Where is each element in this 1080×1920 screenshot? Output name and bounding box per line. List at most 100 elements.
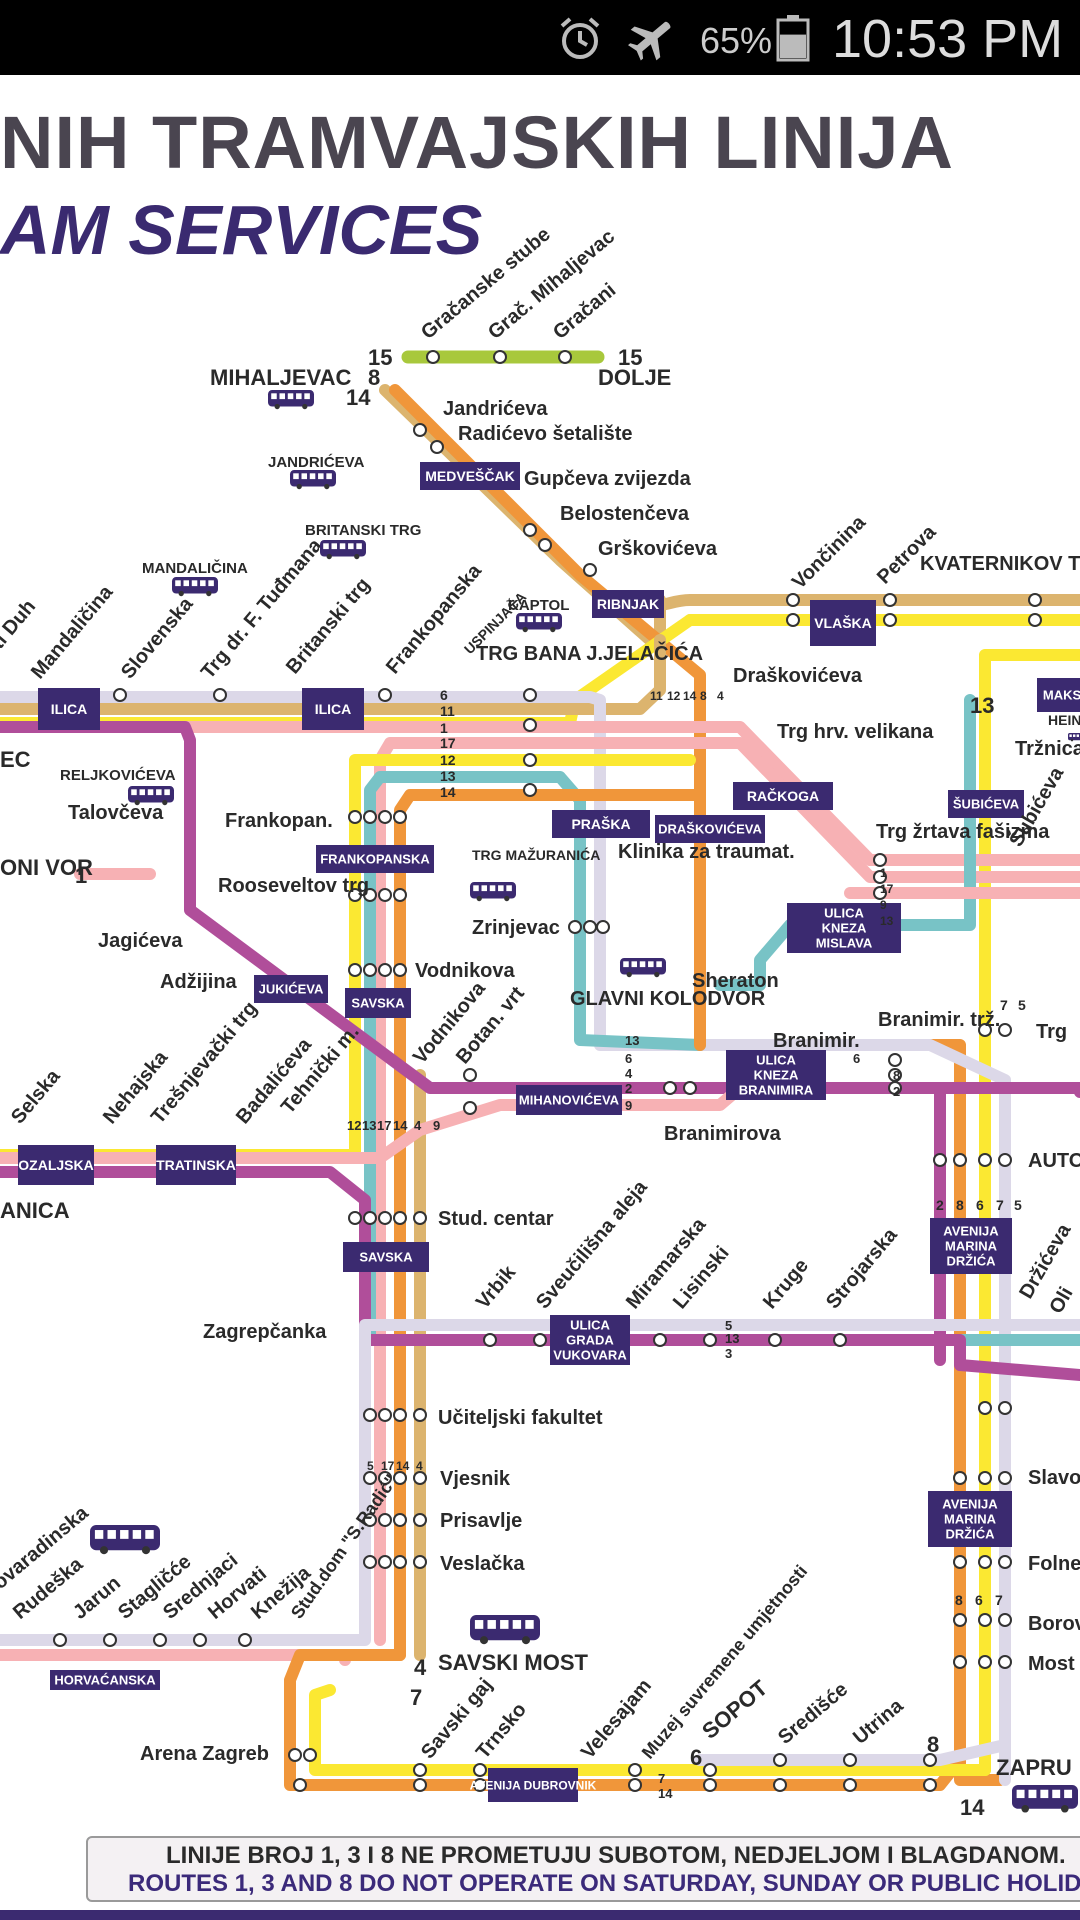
line-number-label: 6 bbox=[853, 1051, 860, 1066]
stop-label: BRITANSKI TRG bbox=[305, 522, 421, 539]
hub-station[interactable]: ILICA bbox=[302, 688, 364, 730]
hub-station[interactable]: SAVSKA bbox=[343, 1242, 429, 1272]
hub-box bbox=[50, 1670, 160, 1690]
hub-box bbox=[592, 590, 664, 618]
stop-label: Vončinina bbox=[788, 511, 871, 594]
stop-marker bbox=[833, 1333, 847, 1347]
line-number-label: 17 bbox=[381, 1459, 395, 1473]
tram-network-map[interactable]: ILICA ILICA MEDVEŠČAK RIBNJAK VLAŠKA MAKS PRAŠ… bbox=[0, 75, 1080, 1825]
stop-marker bbox=[413, 1778, 427, 1792]
hub-label: OZALJSKA bbox=[18, 1157, 93, 1173]
hub-box bbox=[302, 688, 364, 730]
airplane-mode-icon bbox=[627, 14, 676, 67]
hub-label: ŠUBIĆEVA bbox=[953, 797, 1020, 812]
stop-label: MIHALJEVAC bbox=[210, 365, 351, 390]
stop-marker bbox=[568, 920, 582, 934]
hub-station[interactable]: HORVAĆANSKA bbox=[50, 1670, 160, 1690]
stop-marker bbox=[538, 538, 552, 552]
hub-station[interactable]: MIHANOVIĆEVA bbox=[516, 1085, 622, 1115]
hub-box bbox=[18, 1145, 94, 1185]
hub-station[interactable]: VLAŠKA bbox=[810, 600, 876, 646]
stop-marker bbox=[413, 1763, 427, 1777]
stop-marker bbox=[843, 1753, 857, 1767]
stop-marker bbox=[238, 1633, 252, 1647]
line-number-label: 6 bbox=[975, 1592, 983, 1608]
hub-station[interactable]: SAVSKA bbox=[345, 988, 411, 1018]
stop-label: Stud. centar bbox=[438, 1208, 554, 1230]
stop-marker bbox=[773, 1753, 787, 1767]
hub-station[interactable]: TRATINSKA bbox=[156, 1145, 236, 1185]
stop-marker bbox=[483, 1333, 497, 1347]
stop-marker bbox=[978, 1471, 992, 1485]
stop-label: Borovje bbox=[1028, 1613, 1080, 1635]
hub-station[interactable]: RAČKOGA bbox=[733, 782, 833, 810]
stop-marker bbox=[378, 688, 392, 702]
hub-station[interactable]: RIBNJAK bbox=[592, 590, 664, 618]
line-number-label: 15 bbox=[368, 345, 392, 370]
stop-label: Britanski trg bbox=[282, 574, 375, 678]
stop-marker bbox=[363, 1471, 377, 1485]
hub-station[interactable]: PRAŠKA bbox=[552, 810, 650, 838]
stop-marker bbox=[393, 888, 407, 902]
hub-station[interactable]: OZALJSKA bbox=[18, 1145, 94, 1185]
hub-station[interactable]: FRANKOPANSKA bbox=[316, 845, 434, 873]
stop-label: Branimirova bbox=[664, 1123, 782, 1145]
hub-label: HORVAĆANSKA bbox=[54, 1673, 156, 1688]
line-number-label: 14 bbox=[440, 784, 456, 800]
stop-label: EC bbox=[0, 747, 31, 772]
hub-station[interactable]: AVENIJA DUBROVNIK bbox=[470, 1768, 597, 1802]
stop-marker bbox=[1028, 593, 1042, 607]
line-number-label: 7 bbox=[410, 1685, 422, 1710]
stop-marker bbox=[393, 1555, 407, 1569]
stop-label: Veslačka bbox=[440, 1553, 525, 1575]
hub-label: VLAŠKA bbox=[814, 614, 872, 631]
stop-marker bbox=[378, 810, 392, 824]
stop-marker bbox=[293, 1778, 307, 1792]
stop-label: Trnsko bbox=[472, 1699, 531, 1763]
stop-label: Oli bbox=[1045, 1283, 1077, 1317]
hub-station[interactable]: ILICA bbox=[38, 688, 100, 730]
hub-box bbox=[810, 600, 876, 646]
stop-label: ZAPRU bbox=[996, 1755, 1072, 1780]
hub-station[interactable]: ŠUBIĆEVA bbox=[948, 790, 1024, 818]
line-number-label: 8 bbox=[955, 1592, 963, 1608]
stop-marker bbox=[933, 1153, 947, 1167]
hub-station[interactable]: JUKIĆEVA bbox=[254, 975, 328, 1003]
stop-marker bbox=[703, 1778, 717, 1792]
stop-marker bbox=[953, 1153, 967, 1167]
bus-icon bbox=[320, 540, 366, 560]
clock-time: 10:53 PM bbox=[832, 9, 1064, 69]
line-number-label: 12 bbox=[347, 1118, 361, 1133]
route-line-pink-9 bbox=[0, 1082, 746, 1164]
stop-marker bbox=[363, 888, 377, 902]
line-number-label: 14 bbox=[683, 689, 697, 703]
stop-label: Vrbik bbox=[472, 1261, 521, 1313]
line-number-label: 17 bbox=[377, 1118, 391, 1133]
alarm-clock-icon bbox=[556, 14, 604, 67]
line-number-label: 4 bbox=[625, 1066, 633, 1081]
stop-label: Trg bbox=[1036, 1021, 1067, 1043]
hub-station[interactable]: DRAŠKOVIĆEVA bbox=[655, 815, 765, 843]
hub-station[interactable]: MAKS bbox=[1037, 678, 1080, 712]
line-number-label: 2 bbox=[936, 1197, 944, 1213]
stop-marker bbox=[998, 1153, 1012, 1167]
hub-box bbox=[420, 462, 520, 490]
stop-marker bbox=[378, 1408, 392, 1422]
line-number-label: 12 bbox=[440, 752, 456, 768]
stop-label: MANDALIČINA bbox=[142, 559, 248, 577]
hub-label: SAVSKA bbox=[359, 1250, 413, 1265]
stop-marker bbox=[786, 593, 800, 607]
stop-marker bbox=[978, 1401, 992, 1415]
stop-marker bbox=[348, 963, 362, 977]
hub-station[interactable]: MEDVEŠČAK bbox=[420, 462, 520, 490]
stop-marker bbox=[888, 1081, 902, 1095]
stop-marker bbox=[53, 1633, 67, 1647]
hub-box bbox=[156, 1145, 236, 1185]
